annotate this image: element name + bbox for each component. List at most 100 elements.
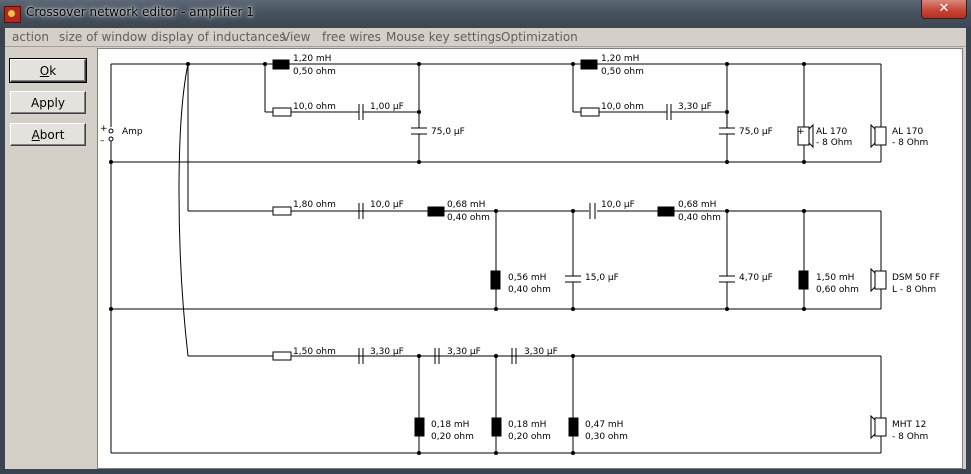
crossover-schematic[interactable]: + – Amp 1,20 mH 0,50 ohm 10,0 ohm 1,00 µ… xyxy=(98,49,962,468)
speaker-1-impedance: - 8 Ohm xyxy=(816,138,852,148)
shunt-coil-mid-1[interactable]: 0,56 mH 0,40 ohm xyxy=(490,270,551,295)
cap-a-shunt[interactable]: 75,0 µF xyxy=(411,127,465,137)
cap-mid-1[interactable]: 10,0 µF xyxy=(358,200,404,219)
shunt-coil-mid-2-resistance: 0,60 ohm xyxy=(816,285,859,295)
menu-free-wires[interactable]: free wires xyxy=(322,30,381,44)
shunt-coil-tw-3[interactable]: 0,47 mH 0,30 ohm xyxy=(568,417,628,442)
resistor-mid-value: 1,80 ohm xyxy=(293,200,336,210)
shunt-coil-tw-1-body[interactable] xyxy=(414,417,425,437)
speaker-cone-icon xyxy=(870,123,876,149)
wires xyxy=(110,63,882,454)
speaker-cone-icon xyxy=(808,123,814,149)
speaker-2-impedance: - 8 Ohm xyxy=(892,138,928,148)
amp-source[interactable]: + – Amp xyxy=(100,124,143,146)
speaker-icon[interactable] xyxy=(874,270,887,290)
cap-tw-3-value: 3,30 µF xyxy=(524,347,558,357)
speaker-icon[interactable] xyxy=(874,417,887,437)
shunt-coil-mid-2[interactable]: 1,50 mH 0,60 ohm xyxy=(798,270,859,295)
menu-action[interactable]: action xyxy=(12,30,49,44)
cap-a-series[interactable]: 1,00 µF xyxy=(358,102,404,120)
resistor-mid[interactable]: 1,80 ohm xyxy=(272,200,336,216)
cap-mid-1-value: 10,0 µF xyxy=(370,200,404,210)
schematic-canvas[interactable]: + – Amp 1,20 mH 0,50 ohm 10,0 ohm 1,00 µ… xyxy=(97,48,963,469)
coil-b[interactable]: 1,20 mH 0,50 ohm xyxy=(580,54,644,77)
amp-minus-terminal[interactable] xyxy=(108,136,114,142)
menu-mouse-key-settings[interactable]: Mouse key settings xyxy=(386,30,502,44)
menu-view[interactable]: View xyxy=(282,30,311,44)
cap-tw-1[interactable]: 3,30 µF xyxy=(358,347,404,364)
resistor-a-value: 10,0 ohm xyxy=(293,102,336,112)
ok-button[interactable]: Ok xyxy=(9,58,87,83)
coil-b-body[interactable] xyxy=(580,59,598,70)
speaker-cone-icon xyxy=(870,267,876,293)
coil-mid-2-resistance: 0,40 ohm xyxy=(678,213,721,223)
speaker-icon[interactable] xyxy=(797,126,810,146)
resistor-b-body[interactable] xyxy=(580,107,600,117)
coil-a-body[interactable] xyxy=(272,59,290,70)
shunt-coil-tw-2-body[interactable] xyxy=(491,417,502,437)
shunt-coil-tw-1-inductance: 0,18 mH xyxy=(431,420,469,430)
resistor-tw[interactable]: 1,50 ohm xyxy=(272,347,336,361)
cap-a-series-value: 1,00 µF xyxy=(370,102,404,112)
coil-a[interactable]: 1,20 mH 0,50 ohm xyxy=(272,54,336,77)
speaker-al170-1[interactable]: + AL 170 - 8 Ohm xyxy=(797,123,852,149)
cap-tw-2[interactable]: 3,30 µF xyxy=(434,347,481,364)
cap-b-series-value: 3,30 µF xyxy=(678,102,712,112)
speaker-dsm50[interactable]: DSM 50 FF L - 8 Ohm xyxy=(870,267,940,295)
menu-display-of-inductances[interactable]: display of inductances xyxy=(151,30,286,44)
resistor-tw-value: 1,50 ohm xyxy=(293,347,336,357)
speaker-2-name: AL 170 xyxy=(892,127,923,137)
window-title: Crossover network editor - amplifier 1 xyxy=(26,5,254,19)
cap-b-shunt[interactable]: 75,0 µF xyxy=(719,127,773,137)
abort-button[interactable]: Abort xyxy=(10,123,86,146)
shunt-cap-mid-2[interactable]: 4,70 µF xyxy=(719,273,773,283)
menu-optimization[interactable]: Optimization xyxy=(501,30,578,44)
resistor-mid-body[interactable] xyxy=(272,206,292,216)
speaker-mht12[interactable]: MHT 12 - 8 Ohm xyxy=(870,414,928,442)
cap-a-shunt-value: 75,0 µF xyxy=(431,127,465,137)
shunt-coil-tw-2[interactable]: 0,18 mH 0,20 ohm xyxy=(491,417,551,442)
resistor-a[interactable]: 10,0 ohm xyxy=(272,102,336,117)
speaker-1-name: AL 170 xyxy=(816,127,847,137)
speaker-cone-icon xyxy=(870,414,876,440)
speaker-plus: + xyxy=(797,127,805,137)
shunt-cap-mid-1[interactable]: 15,0 µF xyxy=(565,273,619,283)
title-bar: Crossover network editor - amplifier 1 ✕ xyxy=(0,0,971,28)
menu-size-of-window[interactable]: size of window xyxy=(59,30,147,44)
coil-mid-1-body[interactable] xyxy=(427,206,445,217)
speaker-3-name: DSM 50 FF xyxy=(892,273,940,283)
speaker-4-name: MHT 12 xyxy=(892,420,926,430)
coil-mid-2-body[interactable] xyxy=(657,206,675,217)
speaker-icon[interactable] xyxy=(874,126,887,146)
coil-mid-2[interactable]: 0,68 mH 0,40 ohm xyxy=(657,200,721,223)
close-button[interactable]: ✕ xyxy=(921,0,967,19)
shunt-coil-tw-1-resistance: 0,20 ohm xyxy=(431,432,474,442)
shunt-coil-tw-2-inductance: 0,18 mH xyxy=(508,420,546,430)
shunt-coil-mid-1-body[interactable] xyxy=(490,270,501,290)
resistor-b[interactable]: 10,0 ohm xyxy=(580,102,644,117)
cap-b-series[interactable]: 3,30 µF xyxy=(666,102,712,120)
apply-button[interactable]: Apply xyxy=(10,91,86,114)
resistor-b-value: 10,0 ohm xyxy=(601,102,644,112)
shunt-coil-tw-1[interactable]: 0,18 mH 0,20 ohm xyxy=(414,417,474,442)
shunt-coil-tw-3-body[interactable] xyxy=(568,417,579,437)
coil-mid-2-inductance: 0,68 mH xyxy=(678,200,716,210)
resistor-tw-body[interactable] xyxy=(272,351,292,361)
coil-mid-1[interactable]: 0,68 mH 0,40 ohm xyxy=(427,200,490,223)
speaker-al170-2[interactable]: AL 170 - 8 Ohm xyxy=(870,123,928,149)
speaker-3-impedance: L - 8 Ohm xyxy=(892,285,936,295)
shunt-cap-mid-2-value: 4,70 µF xyxy=(739,273,773,283)
speaker-4-impedance: - 8 Ohm xyxy=(892,432,928,442)
resistor-a-body[interactable] xyxy=(272,107,292,117)
amp-minus-label: – xyxy=(100,136,105,146)
shunt-coil-mid-2-body[interactable] xyxy=(798,270,809,290)
amp-plus-terminal[interactable] xyxy=(108,128,114,134)
amp-label: Amp xyxy=(122,127,143,137)
shunt-coil-mid-2-inductance: 1,50 mH xyxy=(816,273,854,283)
cap-tw-3[interactable]: 3,30 µF xyxy=(511,347,558,364)
shunt-coil-tw-3-resistance: 0,30 ohm xyxy=(585,432,628,442)
app-icon xyxy=(4,6,21,23)
cap-mid-2[interactable]: 10,0 µF xyxy=(589,200,635,219)
cap-tw-1-value: 3,30 µF xyxy=(370,347,404,357)
shunt-coil-tw-2-resistance: 0,20 ohm xyxy=(508,432,551,442)
